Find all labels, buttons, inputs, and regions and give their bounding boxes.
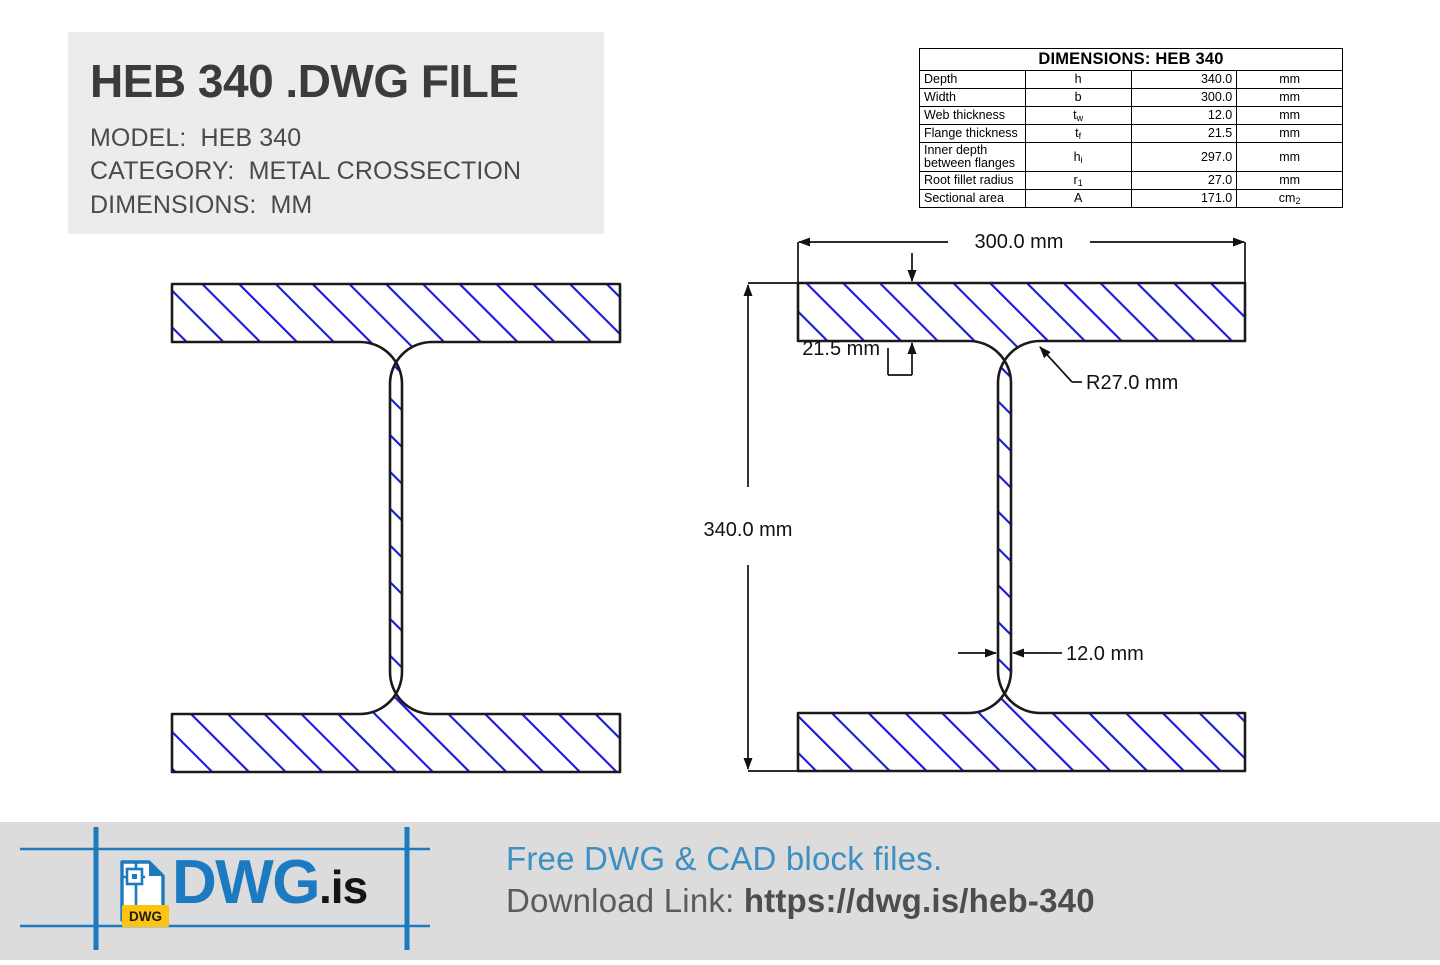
meta-value-category: METAL CROSSECTION xyxy=(248,157,522,186)
web-thickness-label: 12.0 mm xyxy=(1066,643,1144,665)
dwg-logo[interactable]: DWG DWG.is xyxy=(0,822,480,960)
table-cell-symbol: h xyxy=(1024,70,1132,89)
table-heading: DIMENSIONS: HEB 340 xyxy=(919,48,1343,71)
table-cell-unit: mm xyxy=(1236,106,1343,125)
table-cell-label: Depth xyxy=(919,70,1026,89)
table-cell-label: Web thickness xyxy=(919,106,1026,125)
table-cell-unit: mm xyxy=(1236,88,1343,107)
dwg-badge xyxy=(122,905,169,927)
table-cell-value: 300.0 xyxy=(1130,88,1238,107)
page-title: HEB 340 .DWG FILE xyxy=(90,55,519,107)
width-dimension xyxy=(797,237,1246,283)
meta-value-model: HEB 340 xyxy=(200,124,302,152)
logo-wordmark-suffix: .is xyxy=(319,861,368,913)
table-cell-unit: mm xyxy=(1236,124,1343,143)
table-cell-label: Width xyxy=(919,88,1026,107)
meta-row-category: CATEGORY: METAL CROSSECTION xyxy=(90,155,604,188)
heb-340-section-drawing-plain xyxy=(170,282,622,774)
footer-tagline: Free DWG & CAD block files. xyxy=(506,840,943,877)
table-cell-label: Sectional area xyxy=(919,189,1026,209)
table-cell-unit: mm xyxy=(1236,70,1343,89)
table-cell-symbol: tw xyxy=(1024,106,1132,125)
footer-download-line: Download Link: https://dwg.is/heb-340 xyxy=(506,880,1406,922)
meta-row-model: MODEL: HEB 340 xyxy=(90,122,604,155)
table-cell-value: 21.5 xyxy=(1130,124,1238,143)
table-cell-label: Flange thickness xyxy=(919,124,1026,143)
depth-dimension-label: 340.0 mm xyxy=(704,519,793,541)
download-link-url[interactable]: https://dwg.is/heb-340 xyxy=(743,882,1095,920)
root-radius-leader xyxy=(1039,346,1082,383)
flange-thickness-dimension xyxy=(887,253,917,376)
meta-key-category: CATEGORY: xyxy=(90,157,235,186)
table-cell-symbol: r1 xyxy=(1024,171,1132,191)
dwg-file-icon: DWG xyxy=(120,860,169,927)
logo-guides: DWG xyxy=(20,827,430,950)
meta-key-dimensions: DIMENSIONS: xyxy=(90,190,257,219)
table-cell-symbol: tf xyxy=(1024,124,1132,143)
table-cell-unit: mm xyxy=(1236,171,1343,191)
width-dimension-label: 300.0 mm xyxy=(975,231,1064,253)
table-cell-symbol: A xyxy=(1024,189,1132,209)
title-block: HEB 340 .DWG FILE MODEL: HEB 340 CATEGOR… xyxy=(68,32,604,234)
heb-340-section-drawing-dimensioned: 300.0 mm 340.0 mm 21.5 mm R27.0 mm 12.0 … xyxy=(704,231,1247,773)
table-cell-unit: cm2 xyxy=(1236,189,1343,209)
table-header-row: DIMENSIONS: HEB 340 xyxy=(919,48,1343,71)
table-cell-value: 340.0 xyxy=(1130,70,1238,89)
flange-thickness-label: 21.5 mm xyxy=(802,338,880,360)
table-cell-symbol: b xyxy=(1024,88,1132,107)
table-cell-value: 171.0 xyxy=(1130,189,1238,209)
footer-text-block: Free DWG & CAD block files. Download Lin… xyxy=(506,838,1406,922)
beam-cross-section-shape xyxy=(170,282,622,774)
meta-value-dimensions: MM xyxy=(270,190,313,219)
table-cell-label: Inner depth between flanges xyxy=(919,141,1026,173)
logo-wordmark-main: DWG xyxy=(172,848,321,917)
root-radius-label: R27.0 mm xyxy=(1086,372,1178,394)
meta-row-dimensions: DIMENSIONS: MM xyxy=(90,189,604,222)
logo-wordmark: DWG.is xyxy=(172,852,368,914)
dwg-badge-label: DWG xyxy=(129,909,162,924)
footer-bar: DWG DWG.is Free DWG & CAD block files. D… xyxy=(0,822,1440,960)
meta-key-model: MODEL: xyxy=(90,124,187,152)
table-cell-symbol: hi xyxy=(1024,141,1132,173)
download-link-prefix: Download Link: xyxy=(506,882,744,920)
table-cell-value: 12.0 xyxy=(1130,106,1238,125)
table-cell-label: Root fillet radius xyxy=(919,171,1026,191)
table-cell-value: 297.0 xyxy=(1130,141,1238,173)
table-cell-unit: mm xyxy=(1236,141,1343,173)
depth-dimension xyxy=(743,282,804,772)
table-cell-value: 27.0 xyxy=(1130,171,1238,191)
